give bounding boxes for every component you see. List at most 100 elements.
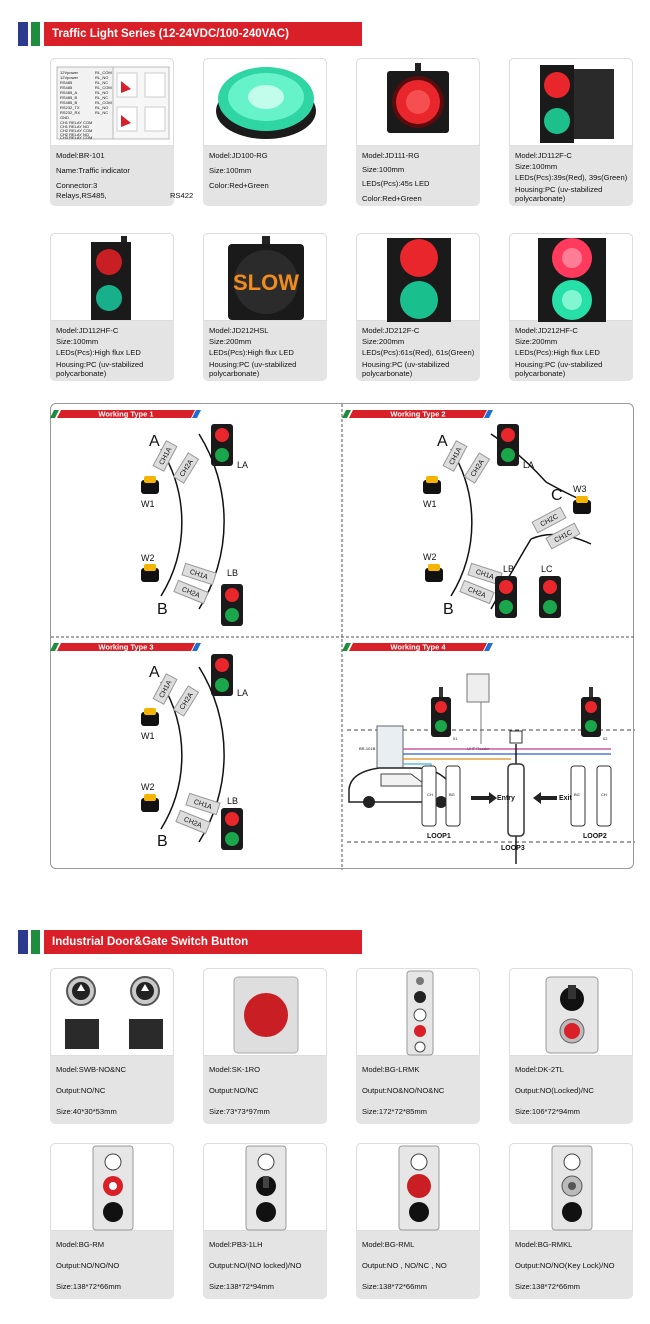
product-spec: Size:106*72*94mm — [515, 1107, 581, 1117]
product-spec: Output:NO/NO(Key Lock)/NO — [515, 1261, 615, 1271]
svg-text:RL_COM: RL_COM — [95, 100, 112, 105]
product-spec: Housing:PC (uv-stabilized polycarbonate) — [56, 359, 144, 378]
svg-text:LOOP2: LOOP2 — [583, 833, 607, 840]
svg-text:W1: W1 — [141, 731, 155, 741]
svg-text:LB: LB — [503, 564, 514, 574]
svg-text:LB: LB — [227, 796, 238, 806]
product-spec: Size:138*72*94mm — [209, 1282, 275, 1292]
product-spec: Size:138*72*66mm — [515, 1282, 581, 1292]
svg-text:BR-101B: BR-101B — [359, 746, 376, 751]
product-photo — [509, 1143, 633, 1231]
product-model: Model:BG-RML — [362, 1240, 415, 1249]
working-type-1-title: Working Type 1 — [50, 410, 201, 419]
product-card-jd212hfc[interactable]: Model:JD212HF-C Size:200mm LEDs(Pcs):Hig… — [509, 233, 633, 381]
product-photo — [509, 968, 633, 1056]
svg-text:RL_NO: RL_NO — [95, 105, 108, 110]
product-model: Model:SWB-NO&NC — [56, 1065, 127, 1074]
svg-text:RL_NC: RL_NC — [95, 110, 108, 115]
product-spec: Size:200mm — [515, 337, 558, 347]
working-type-2: CH1A CH2A CH1A CH2A CH2C CH1C A B C LA L… — [423, 424, 592, 618]
product-photo: 12Vpower 12Vpower RS485 RS485 RS485_A RS… — [50, 58, 174, 146]
product-card-jd111rg[interactable]: Model:JD111-RG Size:100mm LEDs(Pcs):45s … — [356, 58, 480, 206]
svg-text:02: 02 — [603, 736, 608, 741]
product-model: Model:JD212HF-C — [515, 326, 578, 335]
product-spec: LEDs(Pcs):High flux LED — [515, 348, 600, 358]
product-photo — [509, 58, 633, 146]
svg-text:LA: LA — [523, 460, 534, 470]
product-card-jd112hfc[interactable]: Model:JD112HF-C Size:100mm LEDs(Pcs):Hig… — [50, 233, 174, 381]
product-card-pb31lh[interactable]: Model:PB3-1LH Output:NO/(NO locked)/NO S… — [203, 1143, 327, 1299]
product-spec: Size:200mm — [209, 337, 252, 347]
product-spec: Color:Red+Green — [362, 193, 422, 203]
br101-left-labels: 12Vpower 12Vpower RS485 RS485 RS485_A RS… — [60, 70, 92, 140]
product-photo — [356, 58, 480, 146]
product-card-jd112fc[interactable]: Model:JD112F-C Size:100mm LEDs(Pcs):39s(… — [509, 58, 633, 206]
header-blue-block — [18, 930, 28, 954]
svg-text:B: B — [157, 601, 168, 618]
product-photo — [50, 968, 174, 1056]
svg-text:CH: CH — [601, 792, 607, 797]
svg-text:LC: LC — [541, 564, 553, 574]
svg-text:RL_NO: RL_NO — [95, 75, 108, 80]
product-photo — [356, 233, 480, 322]
product-card-bgrm[interactable]: Model:BG-RM Output:NO/NO/NO Size:138*72*… — [50, 1143, 174, 1299]
product-spec: Housing:PC (uv-stabilized polycarbonate) — [362, 359, 450, 378]
svg-text:RL_NC: RL_NC — [95, 95, 108, 100]
product-photo — [356, 1143, 480, 1231]
product-spec: Size:100mm — [56, 337, 99, 347]
working-type-2-title: Working Type 2 — [342, 410, 493, 419]
product-photo — [509, 233, 633, 322]
product-spec: LEDs(Pcs):High flux LED — [56, 348, 141, 358]
product-model: Model:SK-1RO — [209, 1065, 261, 1074]
product-model: Model:JD111-RG — [362, 151, 420, 160]
product-spec: Output:NO/NC — [56, 1086, 106, 1096]
svg-text:RS485: RS485 — [60, 80, 73, 85]
svg-text:W1: W1 — [423, 499, 437, 509]
svg-text:LB: LB — [227, 568, 238, 578]
working-type-4: 01 02 UHF Reader BR-101B — [347, 673, 635, 864]
product-spec: Output:NO(Locked)/NC — [515, 1086, 594, 1096]
svg-text:Entry: Entry — [497, 795, 515, 802]
section-title: Industrial Door&Gate Switch Button — [44, 930, 362, 954]
car-icon — [348, 767, 460, 808]
section-header-traffic: Traffic Light Series (12-24VDC/100-240VA… — [18, 22, 362, 46]
product-model: Model:JD112F-C — [515, 151, 572, 160]
br101-right-labels: RL_COM RL_NO RL_NC RL_COM RL_NO RL_NC RL… — [95, 70, 112, 115]
product-card-swb[interactable]: Model:SWB-NO&NC Output:NO/NC Size:40*30*… — [50, 968, 174, 1124]
product-spec: Size:100mm — [362, 165, 405, 175]
product-model: Model:BG-RM — [56, 1240, 105, 1249]
svg-text:RS485: RS485 — [60, 85, 73, 90]
product-card-dk2tl[interactable]: Model:DK-2TL Output:NO(Locked)/NC Size:1… — [509, 968, 633, 1124]
svg-text:W3: W3 — [573, 484, 587, 494]
product-card-br101[interactable]: 12Vpower 12Vpower RS485 RS485 RS485_A RS… — [50, 58, 193, 206]
product-model: Model:BG-LRMK — [362, 1065, 420, 1074]
product-spec: LEDs(Pcs):39s(Red), 39s(Green) — [515, 173, 628, 183]
product-spec: Output:NO/NO/NO — [56, 1261, 120, 1271]
product-card-jd212fc[interactable]: Model:JD212F-C Size:200mm LEDs(Pcs):61s(… — [356, 233, 480, 381]
svg-text:12Vpower: 12Vpower — [60, 70, 79, 75]
product-card-sk1ro[interactable]: Model:SK-1RO Output:NO/NC Size:73*73*97m… — [203, 968, 327, 1124]
working-type-1: CH1A CH2A CH1A CH2A A B LA LB W1 W2 — [141, 424, 248, 626]
product-spec: Color:Red+Green — [209, 181, 269, 191]
product-model: Model:DK-2TL — [515, 1065, 564, 1074]
product-spec: Size:138*72*66mm — [56, 1282, 122, 1292]
svg-text:W2: W2 — [423, 552, 437, 562]
svg-text:A: A — [149, 433, 160, 450]
product-model: Model:JD100-RG — [209, 151, 268, 160]
product-spec: Size:73*73*97mm — [209, 1107, 270, 1117]
svg-text:RL_COM: RL_COM — [95, 85, 112, 90]
product-model: Model:JD212HSL — [209, 326, 269, 335]
svg-text:CH2 RELAY NO: CH2 RELAY NO — [60, 132, 89, 137]
product-card-bglrmk[interactable]: Model:BG-LRMK Output:NO&NO/NO&NC Size:17… — [356, 968, 480, 1124]
product-card-jd100rg[interactable]: Model:JD100-RG Size:100mm Color:Red+Gree… — [203, 58, 327, 206]
product-card-jd212hsl[interactable]: SLOW Model:JD212HSL Size:200mm LEDs(Pcs)… — [203, 233, 327, 381]
product-photo — [203, 58, 327, 146]
product-spec: Output:NO/(NO locked)/NO — [209, 1261, 302, 1271]
product-model: Model:BG-RMKL — [515, 1240, 573, 1249]
svg-text:CH2 RELAY COM: CH2 RELAY COM — [60, 128, 92, 133]
product-photo: SLOW — [203, 233, 327, 321]
product-spec: Size:172*72*85mm — [362, 1107, 428, 1117]
product-spec: LEDs(Pcs):61s(Red), 61s(Green) — [362, 348, 475, 358]
product-card-bgrmkl[interactable]: Model:BG-RMKL Output:NO/NO(Key Lock)/NO … — [509, 1143, 633, 1299]
product-card-bgrml[interactable]: Model:BG-RML Output:NO , NO/NC , NO Size… — [356, 1143, 480, 1299]
